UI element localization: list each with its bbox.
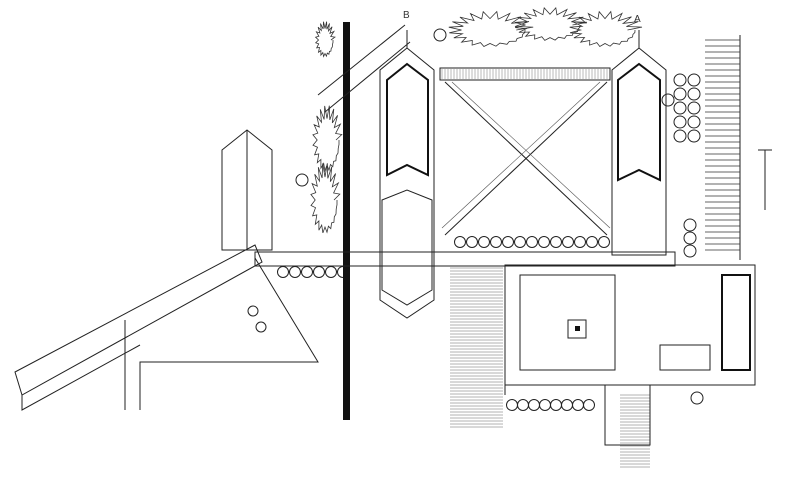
- tree-circle: [562, 236, 574, 248]
- tree-circle: [586, 236, 598, 248]
- tree-circle: [574, 236, 586, 248]
- tree-circle: [572, 399, 584, 411]
- tree-circle: [526, 236, 538, 248]
- tree-circle: [687, 73, 701, 87]
- tree-circle: [673, 101, 687, 115]
- tree-circle: [466, 236, 478, 248]
- diagonal-wing: [14, 244, 319, 411]
- tree-canopy: [514, 7, 588, 41]
- tree-circle: [687, 101, 701, 115]
- tree-circle: [683, 218, 697, 232]
- tree-circle: [528, 399, 540, 411]
- tree-circle: [502, 236, 514, 248]
- tree-circle: [490, 236, 502, 248]
- tree-circle: [661, 93, 675, 107]
- tree-circle: [506, 399, 518, 411]
- courtyard: [439, 67, 611, 236]
- parking-lot: [705, 35, 772, 260]
- tree-canopy: [310, 163, 341, 234]
- tree-circle: [277, 266, 289, 278]
- tree-circle: [673, 129, 687, 143]
- tree-circle: [673, 87, 687, 101]
- tree-circle: [673, 115, 687, 129]
- building-a: [611, 30, 667, 256]
- tree-circle: [478, 236, 490, 248]
- tree-circle: [550, 236, 562, 248]
- tree-circle: [517, 399, 529, 411]
- tree-canopy: [569, 10, 643, 48]
- road-edge: [317, 24, 406, 96]
- tree-circle: [433, 28, 447, 42]
- tree-circle: [687, 115, 701, 129]
- walkway: [254, 251, 676, 267]
- tree-circle: [583, 399, 595, 411]
- tree-canopy: [314, 21, 336, 58]
- section-mark-b: B: [403, 10, 410, 21]
- tree-circle: [561, 399, 573, 411]
- tree-circle: [598, 236, 610, 248]
- tree-circle: [289, 266, 301, 278]
- tree-circle: [673, 73, 687, 87]
- tree-circle: [683, 244, 697, 258]
- tree-circle: [454, 236, 466, 248]
- tree-canopy: [312, 105, 343, 173]
- tower-building: [221, 129, 273, 251]
- section-mark-a: A: [634, 14, 641, 25]
- hall: [504, 264, 756, 446]
- tree-circle: [514, 236, 526, 248]
- tree-circle: [550, 399, 562, 411]
- tree-circle: [539, 399, 551, 411]
- building-b: [379, 30, 435, 319]
- tree-canopy: [448, 10, 534, 47]
- black-wall: [343, 22, 350, 420]
- tree-circle: [301, 266, 313, 278]
- tree-circle: [687, 87, 701, 101]
- tree-circle: [687, 129, 701, 143]
- tree-circle: [325, 266, 337, 278]
- tree-circle: [683, 231, 697, 245]
- tree-circle: [313, 266, 325, 278]
- road-edge: [324, 41, 411, 113]
- tree-circle: [295, 173, 309, 187]
- tree-circle: [538, 236, 550, 248]
- hatching-group: [441, 69, 650, 468]
